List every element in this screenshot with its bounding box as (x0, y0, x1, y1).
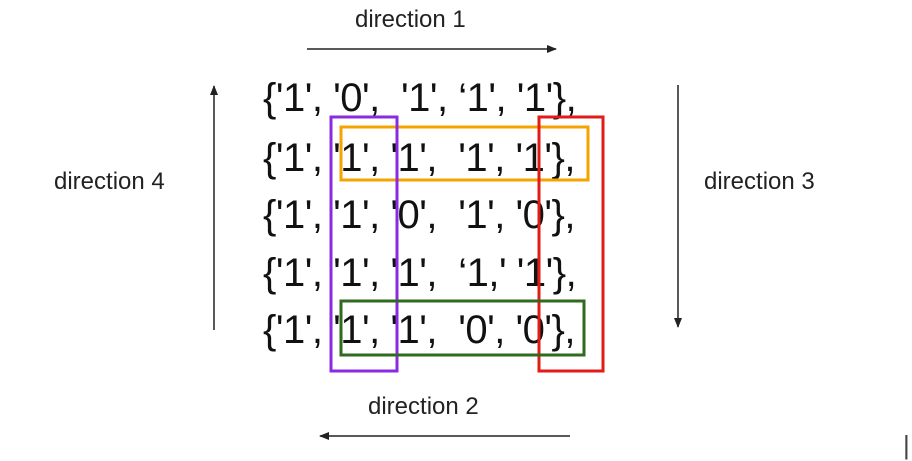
matrix-row-1: {'1', '0', '1', ‘1', '1'}, (263, 76, 577, 120)
green-highlight-box (339, 299, 586, 357)
orange-highlight-box (339, 125, 590, 182)
red-highlight-box (537, 115, 605, 373)
direction-1-label: direction 1 (355, 6, 466, 33)
direction-4-label: direction 4 (54, 168, 165, 195)
matrix-row-4: {'1', '1', '1', ‘1,' '1'}, (263, 251, 577, 295)
matrix-row-5: {'1', '1', '1', '0', '0'}, (263, 308, 575, 352)
direction-3-label: direction 3 (704, 168, 815, 195)
stray-mark: | (903, 430, 910, 460)
direction-2-label: direction 2 (368, 393, 479, 420)
purple-highlight-box (329, 115, 399, 373)
matrix-row-3: {'1', '1', '0', '1', '0'}, (263, 193, 575, 237)
